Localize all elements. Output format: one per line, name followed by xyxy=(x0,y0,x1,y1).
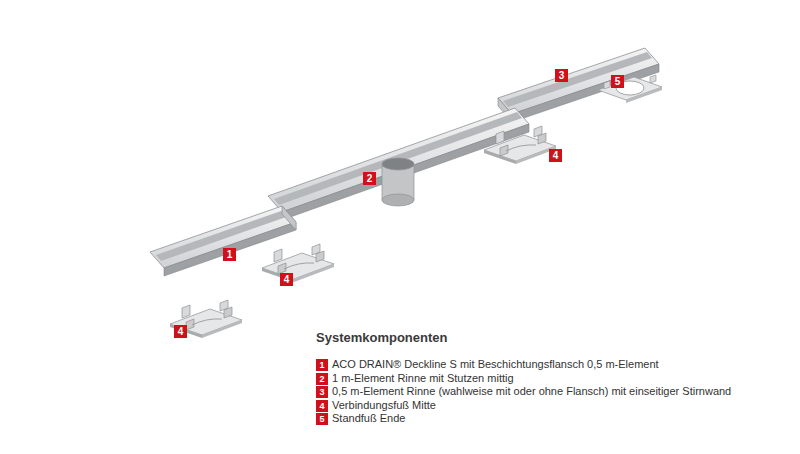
callout-number: 3 xyxy=(555,69,568,82)
callout-number: 4 xyxy=(549,149,562,162)
legend-number: 2 xyxy=(316,373,328,385)
callout-number: 2 xyxy=(363,172,376,185)
legend-text: 0,5 m-Element Rinne (wahlweise mit oder … xyxy=(332,385,731,398)
legend-number: 5 xyxy=(316,413,328,425)
legend-text: 1 m-Element Rinne mit Stutzen mittig xyxy=(332,372,514,385)
legend-text: ACO DRAIN® Deckline S mit Beschichtungsf… xyxy=(332,358,659,371)
legend-title: Systemkomponenten xyxy=(316,330,447,345)
legend-number: 3 xyxy=(316,386,328,398)
callout-number: 4 xyxy=(280,273,293,286)
callout-number: 5 xyxy=(611,75,624,88)
legend-text: Standfuß Ende xyxy=(332,412,405,425)
legend-text: Verbindungsfuß Mitte xyxy=(332,399,436,412)
callout-number: 1 xyxy=(223,248,236,261)
callout-number: 4 xyxy=(174,325,187,338)
legend-number: 1 xyxy=(316,359,328,371)
legend-number: 4 xyxy=(316,400,328,412)
